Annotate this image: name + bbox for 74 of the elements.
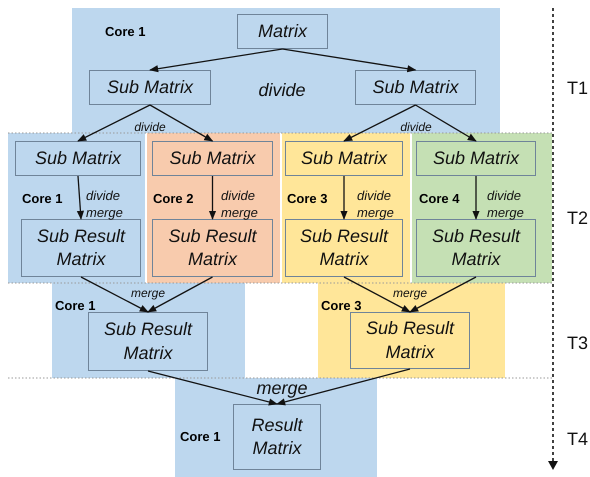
- matrix-box: [350, 312, 470, 369]
- core-region: [318, 283, 505, 378]
- arrow: [343, 104, 416, 142]
- matrix-label: Sub Result Matrix: [430, 224, 522, 271]
- core-region: [52, 283, 245, 378]
- core-label: Core 3: [287, 190, 328, 208]
- matrix-box: [21, 219, 141, 277]
- matrix-box: [416, 219, 536, 277]
- matrix-label: Sub Result Matrix: [102, 318, 194, 364]
- edge-label: divide: [258, 79, 306, 102]
- matrix-label: Sub Result Matrix: [298, 224, 390, 271]
- arrow: [415, 104, 477, 142]
- matrix-box: [152, 219, 273, 277]
- core-label: Core 2: [153, 190, 194, 208]
- edge-label: divide merge: [86, 188, 124, 222]
- arrow: [148, 370, 278, 406]
- edge-label: merge: [393, 285, 427, 302]
- arrow: [208, 176, 216, 220]
- arrow: [149, 48, 283, 72]
- core-region: [147, 133, 280, 283]
- matrix-box: [355, 70, 476, 105]
- arrow: [77, 104, 150, 142]
- matrix-label: Sub Matrix: [300, 146, 388, 170]
- core-label: Core 1: [22, 190, 62, 208]
- matrix-label: Sub Matrix: [169, 146, 256, 170]
- core-region: [282, 133, 410, 283]
- matrix-box: [285, 219, 403, 277]
- matrix-box: [89, 70, 211, 105]
- time-step-label: T4: [567, 428, 588, 451]
- core-label: Core 3: [321, 297, 362, 315]
- arrow: [80, 276, 149, 313]
- arrow: [150, 104, 214, 142]
- matrix-box: [88, 312, 208, 371]
- edge-label: merge: [256, 377, 308, 400]
- time-step-label: T3: [567, 332, 588, 355]
- matrix-label: Sub Result Matrix: [364, 317, 456, 364]
- matrix-box: [285, 141, 403, 176]
- core-label: Core 1: [105, 23, 146, 41]
- arrow: [76, 176, 84, 220]
- matrix-box: [15, 141, 141, 176]
- edge-label: divide: [134, 119, 166, 136]
- core-label: Core 1: [55, 297, 96, 315]
- matrix-label: Result Matrix: [250, 414, 304, 460]
- arrow: [340, 176, 348, 220]
- edge-label: merge: [131, 285, 165, 302]
- matrix-label: Sub Result Matrix: [167, 224, 258, 271]
- arrow: [276, 368, 410, 406]
- arrow: [472, 176, 480, 220]
- matrix-box: [237, 14, 328, 49]
- edge-label: divide: [400, 119, 432, 136]
- matrix-label: Sub Matrix: [106, 76, 194, 99]
- time-step-label: T1: [567, 77, 588, 100]
- core-region: [412, 133, 552, 283]
- matrix-label: Sub Result Matrix: [36, 224, 126, 271]
- edge-label: divide merge: [487, 188, 525, 222]
- core-label: Core 1: [180, 428, 220, 446]
- core-region: [72, 8, 500, 133]
- matrix-label: Sub Matrix: [372, 76, 459, 99]
- arrow: [409, 276, 476, 313]
- matrix-box: [416, 141, 536, 176]
- arrow: [344, 276, 411, 313]
- matrix-label: Matrix: [258, 20, 307, 43]
- edge-label: divide merge: [221, 188, 259, 222]
- core-label: Core 4: [419, 190, 460, 208]
- matrix-label: Sub Matrix: [34, 146, 122, 170]
- arrow: [282, 48, 416, 72]
- time-step-label: T2: [567, 207, 588, 230]
- matrix-label: Sub Matrix: [432, 146, 520, 170]
- arrow: [147, 276, 213, 313]
- core-region: [175, 378, 377, 477]
- matrix-box: [152, 141, 273, 176]
- matrix-box: [233, 404, 321, 470]
- core-region: [8, 133, 145, 283]
- edge-label: divide merge: [357, 188, 395, 222]
